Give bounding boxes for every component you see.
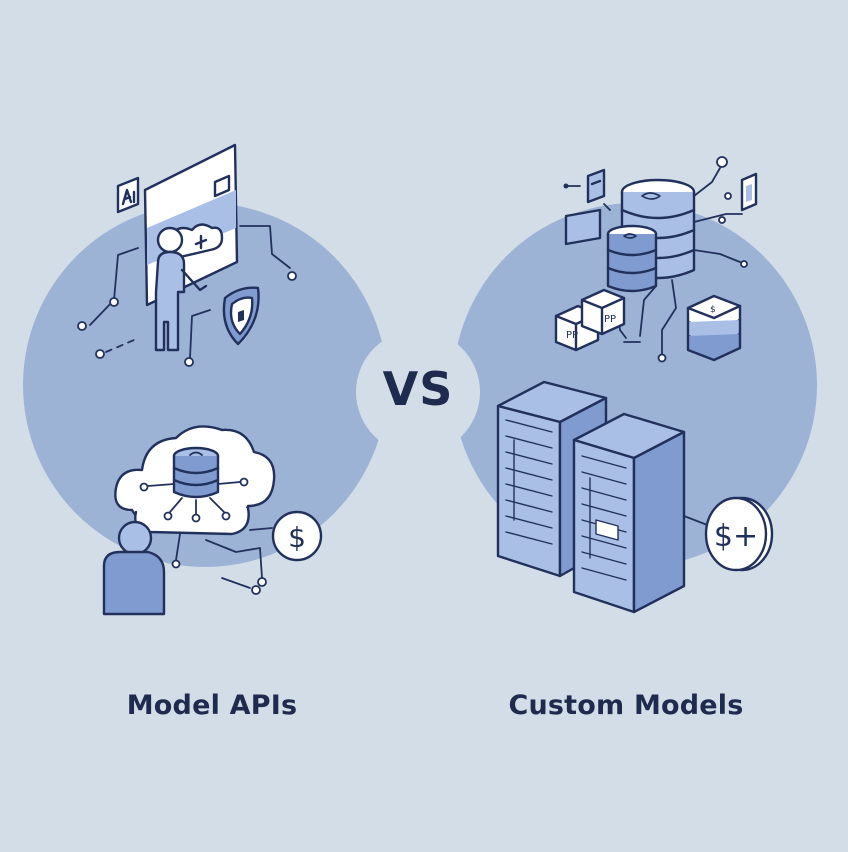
database-small [606, 224, 658, 293]
model-apis-label: Model APIs [126, 690, 298, 721]
circuit-lines [139, 477, 249, 523]
doc-small-icon [586, 168, 606, 204]
coin-connector [683, 515, 711, 527]
database-icon [172, 446, 220, 499]
svg-text:PP: PP [604, 314, 616, 325]
folder-icon [564, 208, 602, 246]
person-icon [154, 226, 208, 352]
dollar-plus-coin-icon: $+ [704, 496, 774, 572]
vs-label: VS [382, 362, 454, 416]
smartphone-icon [740, 172, 758, 212]
package-box-icon: PP PP [554, 288, 626, 352]
svg-text:$: $ [710, 305, 716, 315]
dollar-coin-icon: $ [271, 510, 323, 562]
svg-text:$: $ [288, 521, 306, 554]
vs-notch [356, 330, 480, 454]
left-connectors [77, 225, 297, 367]
server-rack-icon [496, 380, 686, 614]
user-icon [102, 520, 166, 616]
custom-models-label: Custom Models [508, 690, 744, 721]
svg-text:$+: $+ [714, 519, 758, 554]
server-rack-front [572, 412, 686, 614]
shield-icon [222, 286, 260, 346]
cloud-database-icon [114, 425, 276, 536]
database-stack-icon [563, 168, 696, 293]
left-bottom-connectors [171, 527, 273, 595]
server-stack-small-icon: $ [686, 294, 742, 362]
svg-text:PP: PP [566, 330, 578, 341]
